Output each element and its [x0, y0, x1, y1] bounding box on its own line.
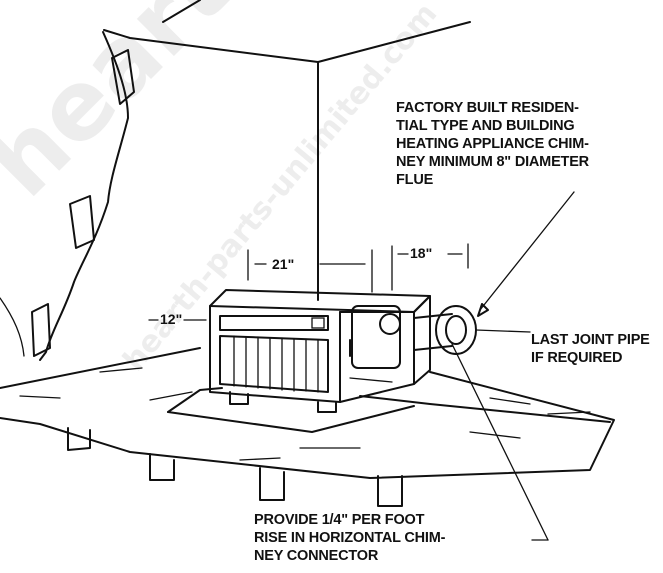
floor-joist-2	[149, 453, 175, 481]
stove-control-panel	[219, 315, 329, 331]
floor-joist-4	[377, 475, 403, 507]
callout-chimney: FACTORY BUILT RESIDEN- TIAL TYPE AND BUI…	[396, 100, 590, 188]
ceiling-edge-line	[162, 0, 201, 23]
rise-leader	[451, 343, 549, 541]
ceiling-line	[103, 21, 471, 63]
flue-collar	[379, 313, 401, 335]
floor-edge-front	[167, 387, 611, 423]
floor-platform	[0, 347, 615, 507]
dim-12-label: 12"	[160, 311, 182, 327]
chimney-connector	[413, 305, 477, 355]
last-joint-leader	[475, 329, 531, 333]
stove-legs	[229, 391, 337, 413]
leader-lines	[451, 191, 575, 541]
dim-21-label: 21"	[272, 256, 294, 272]
floor-joist-3	[259, 467, 285, 501]
callout-chimney-line-2: TIAL TYPE AND BUILDING	[396, 118, 574, 134]
callout-last-joint-line-1: LAST JOINT PIPE	[531, 332, 650, 348]
stove-front	[209, 305, 341, 403]
wall-break-line	[0, 297, 25, 357]
wall-stud-3	[31, 303, 51, 357]
dimension-lines: 21" 18" 12"	[148, 243, 469, 327]
thimble-inner	[445, 315, 467, 345]
callout-chimney-line-4: NEY MINIMUM 8" DIAMETER	[396, 154, 590, 170]
dim-21-ext	[247, 249, 373, 293]
callout-chimney-line-3: HEATING APPLIANCE CHIM-	[396, 136, 589, 152]
chimney-leader	[479, 191, 575, 311]
floor-outline	[0, 347, 615, 479]
floor-joist-1	[67, 427, 91, 451]
callout-chimney-line-5: FLUE	[396, 172, 434, 188]
dim-18-label: 18"	[410, 245, 432, 261]
stove-knob	[311, 317, 325, 329]
stove-door	[219, 335, 329, 393]
floor-wood-grain	[19, 367, 591, 461]
wall-stud-2	[69, 195, 95, 249]
dim-18-ext	[391, 243, 469, 291]
wall-stud-1	[111, 49, 135, 105]
stove-grille	[233, 335, 319, 393]
stove-top	[209, 289, 431, 313]
callout-rise-line-2: RISE IN HORIZONTAL CHIM-	[254, 530, 446, 546]
connector-pipe	[413, 313, 453, 351]
hearth-pad	[167, 405, 415, 433]
callout-last-joint-line-2: IF REQUIRED	[531, 350, 622, 366]
stove-side-panel	[351, 305, 401, 369]
callout-rise-line-3: NEY CONNECTOR	[254, 548, 379, 564]
stove	[209, 289, 431, 413]
watermark-brand: hearth	[0, 0, 299, 218]
callout-rise: PROVIDE 1/4" PER FOOT RISE IN HORIZONTAL…	[254, 512, 446, 564]
wall-corner	[0, 21, 471, 361]
wall-thimble	[435, 305, 477, 355]
chimney-arrowhead	[477, 303, 489, 317]
left-wall-edge	[39, 31, 129, 361]
watermark: hearth hearth-parts-unlimited.com	[0, 0, 444, 378]
callout-last-joint: LAST JOINT PIPE IF REQUIRED	[531, 332, 650, 366]
callout-chimney-line-1: FACTORY BUILT RESIDEN-	[396, 100, 579, 116]
stove-side-back	[413, 295, 431, 385]
callout-rise-line-1: PROVIDE 1/4" PER FOOT	[254, 512, 425, 528]
stove-side	[339, 311, 415, 403]
